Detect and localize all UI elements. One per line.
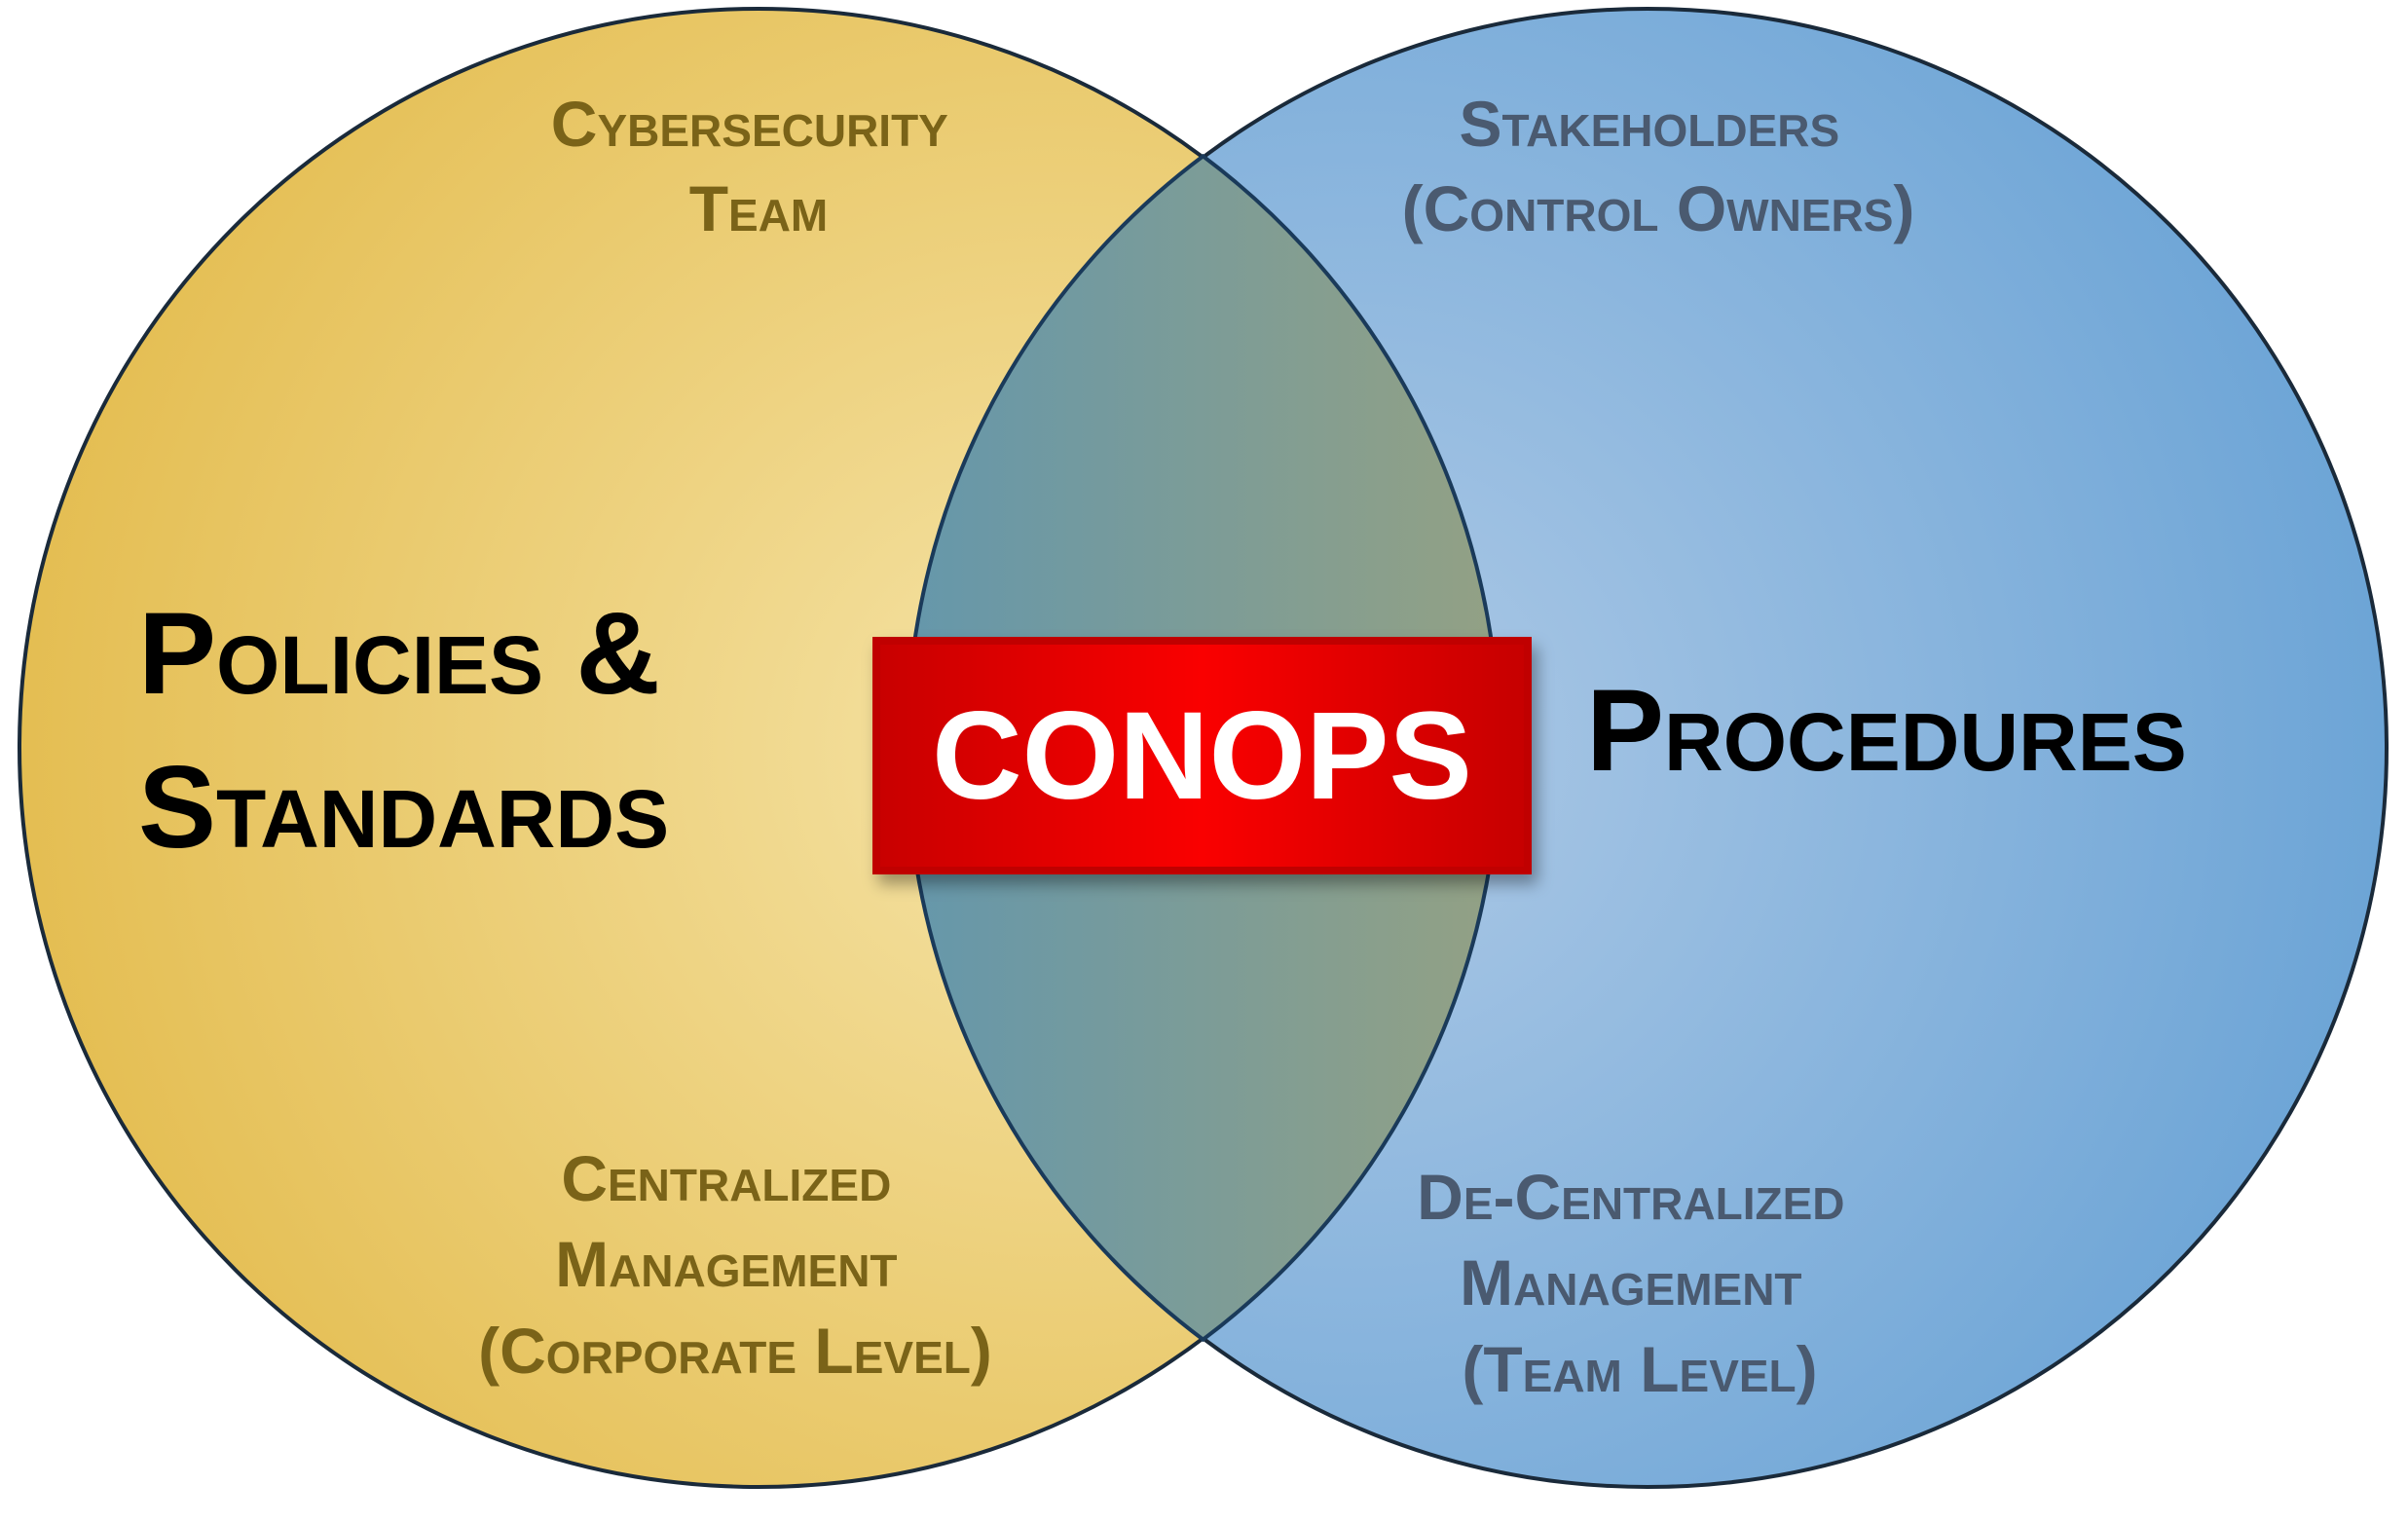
procedures-title: Procedures xyxy=(1586,665,2187,796)
conops-label: CONOPS xyxy=(932,687,1472,826)
centralized-management-label: Centralized Management (Corporate Level) xyxy=(478,1142,992,1387)
conops-box xyxy=(872,637,1532,874)
cybersecurity-team-label: Cybersecurity Team xyxy=(551,88,966,244)
decentralized-management-label: De-Centralized Management (Team Level) xyxy=(1417,1161,1863,1405)
policies-standards-title: Policies & Standards xyxy=(138,588,692,872)
stakeholders-label: Stakeholders (Control Owners) xyxy=(1402,88,1915,244)
